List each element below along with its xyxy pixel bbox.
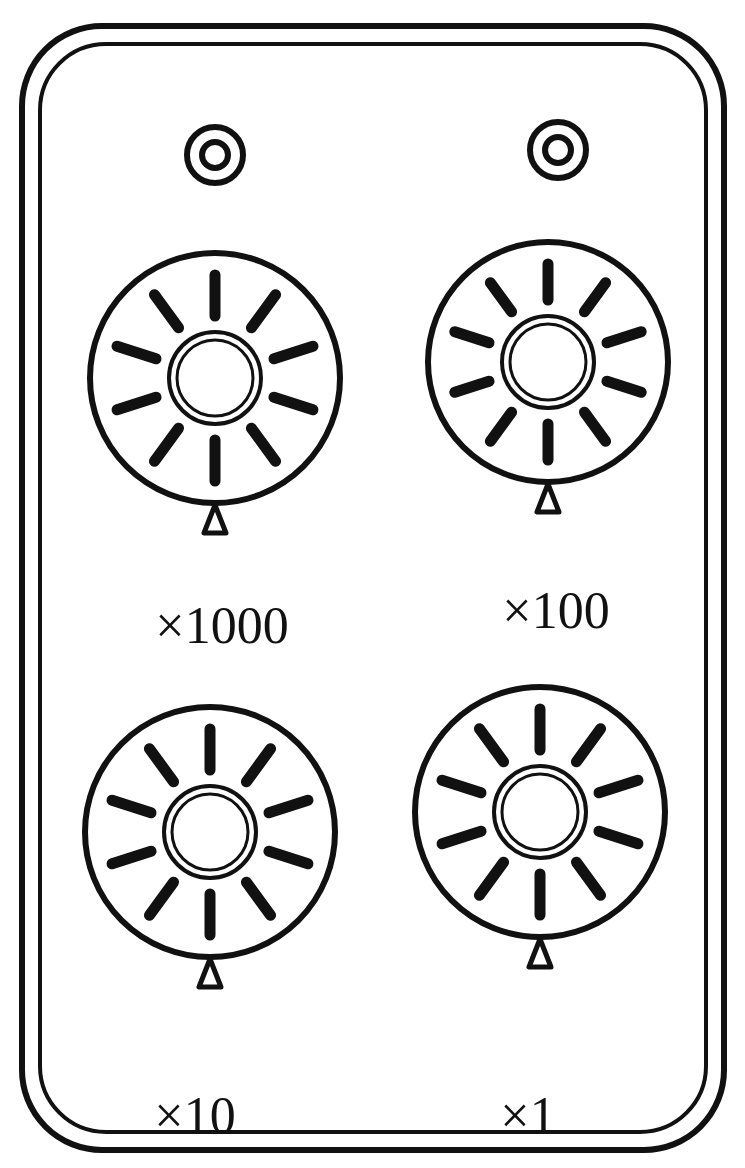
dial-rim <box>415 687 665 937</box>
dial-mark <box>543 424 554 460</box>
dial-mark <box>490 283 511 312</box>
dial-hub <box>164 786 256 878</box>
dial-mark <box>576 862 600 895</box>
dial-mark <box>149 882 173 915</box>
dial-mark <box>455 332 489 343</box>
dial-mark <box>154 428 178 461</box>
dial-mark <box>205 729 216 770</box>
dial-mark <box>274 397 313 410</box>
dial-rim <box>90 253 340 503</box>
dial-mark <box>576 729 600 762</box>
dial-mark <box>210 440 221 481</box>
multiplier-label: ×100 <box>502 585 609 637</box>
dial-pointer <box>537 484 559 512</box>
dial-mark <box>599 780 638 793</box>
dial-hub <box>494 766 586 858</box>
dial-hub-inner <box>510 324 586 400</box>
dial-mark <box>479 729 503 762</box>
dial-mark <box>154 295 178 328</box>
dial-mark <box>607 381 641 392</box>
dial-hub <box>502 316 594 408</box>
dial-mark <box>535 709 546 750</box>
dial-mark <box>274 346 313 359</box>
dial-mark <box>584 283 605 312</box>
dial-mark <box>455 381 489 392</box>
dial-rim <box>428 242 668 482</box>
terminal <box>187 127 243 183</box>
terminal-core <box>202 142 228 168</box>
dial-pointer <box>204 505 226 533</box>
dial-mark <box>112 851 151 864</box>
dial-mark <box>149 749 173 782</box>
dial-mark <box>246 749 270 782</box>
dial-mark <box>490 412 511 441</box>
dial <box>90 253 340 533</box>
dial <box>415 687 665 967</box>
dial-mark <box>117 397 156 410</box>
box-inner-border <box>40 44 706 1132</box>
dial-mark <box>442 831 481 844</box>
terminal <box>530 122 586 178</box>
terminal-core <box>545 137 571 163</box>
dial-mark <box>269 851 308 864</box>
dial-mark <box>599 831 638 844</box>
dial <box>428 242 668 512</box>
dial-mark <box>584 412 605 441</box>
dial-mark <box>535 874 546 915</box>
dial-mark <box>607 332 641 343</box>
dial-mark <box>442 780 481 793</box>
dial-mark <box>251 295 275 328</box>
dial-hub-inner <box>502 774 578 850</box>
dial-mark <box>117 346 156 359</box>
dial-mark <box>246 882 270 915</box>
dial-hub-inner <box>177 340 253 416</box>
dial-mark <box>251 428 275 461</box>
dial-mark <box>205 894 216 935</box>
dial-rim <box>85 707 335 957</box>
multiplier-label: ×1000 <box>155 600 288 652</box>
dial-hub <box>169 332 261 424</box>
dial <box>85 707 335 987</box>
dial-mark <box>269 800 308 813</box>
dial-mark <box>210 275 221 316</box>
multiplier-label: ×1 <box>500 1090 555 1142</box>
dial-pointer <box>199 959 221 987</box>
multiplier-label: ×10 <box>154 1090 235 1142</box>
dial-hub-inner <box>172 794 248 870</box>
dial-mark <box>112 800 151 813</box>
dial-mark <box>543 264 554 300</box>
dial-mark <box>479 862 503 895</box>
box-outer-border <box>22 26 724 1150</box>
dial-pointer <box>529 939 551 967</box>
